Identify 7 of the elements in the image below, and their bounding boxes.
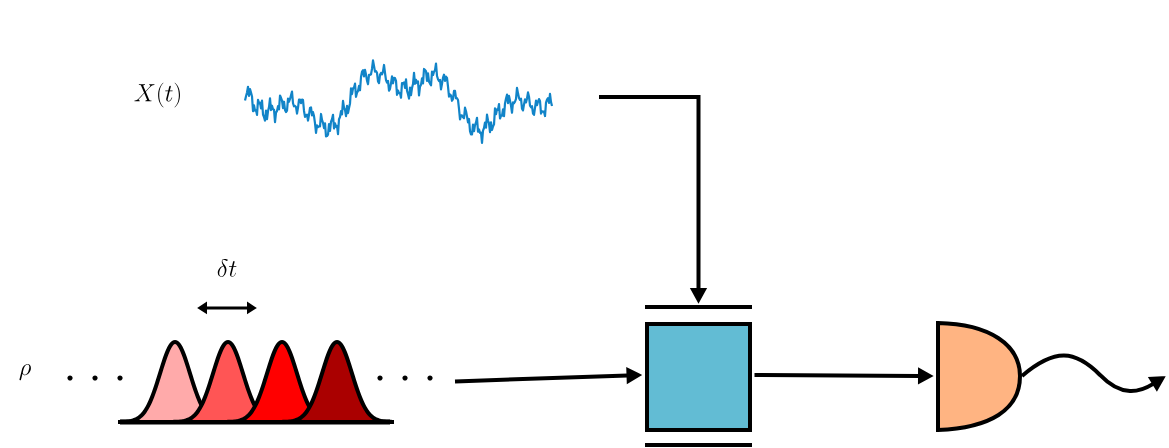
detector-shape bbox=[936, 321, 1022, 432]
math-label: $\rho$ bbox=[19, 364, 31, 381]
noise-signal-drawing bbox=[243, 59, 554, 145]
modulator-box bbox=[645, 305, 752, 447]
math-label: $X(t)$ bbox=[134, 82, 180, 108]
pulse-train-drawing bbox=[67, 340, 433, 425]
math-label: $\delta t$ bbox=[217, 259, 237, 277]
